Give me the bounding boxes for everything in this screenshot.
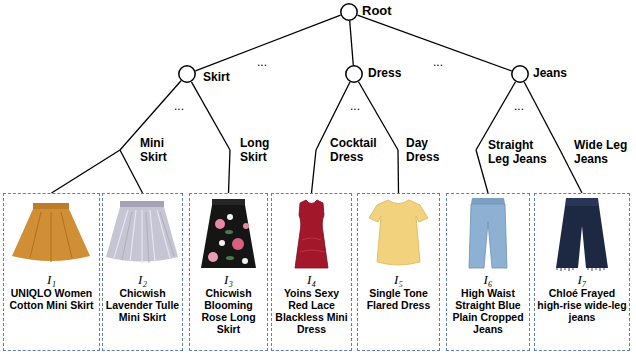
skirt-waistband (212, 199, 245, 205)
branch-point: Cocktail Dress (315, 149, 317, 151)
item-id: I₆ (484, 272, 493, 287)
category-node: Dress (345, 65, 363, 83)
rose-print (232, 238, 244, 250)
item-name: UNIQLO Women Cotton Mini Skirt (5, 287, 98, 311)
ellipsis-label: ... (174, 100, 184, 112)
subcategory-label: Long Skirt (240, 136, 276, 164)
branch-point: Day Dress (397, 149, 399, 151)
dress-body (369, 200, 428, 265)
ellipsis-label: ... (350, 100, 360, 112)
item-box: I₁UNIQLO Women Cotton Mini Skirt (3, 193, 100, 351)
rose-print (243, 223, 249, 229)
leaf-print (226, 256, 234, 260)
item-box: I₆High Waist Straight Blue Plain Cropped… (446, 193, 530, 351)
lace-detail (300, 238, 324, 252)
subcategory-label: Mini Skirt (140, 136, 176, 164)
category-label: Dress (368, 66, 401, 80)
node-circle-outline (178, 65, 196, 83)
skirt-fold (30, 212, 72, 262)
skirt-body (201, 205, 256, 268)
red-lace-dress (295, 200, 328, 268)
tree-edge (191, 82, 230, 150)
rose-print (227, 214, 233, 220)
tree-edge (397, 150, 399, 193)
item-id: I₁ (47, 272, 56, 287)
ellipsis-label: ... (433, 56, 443, 68)
branch-point: Straight Leg Jeans (475, 149, 477, 151)
item-id: I₅ (394, 272, 403, 287)
branch-point: Long Skirt (229, 149, 231, 151)
item-name: Chicwish Blooming Rose Long Skirt (191, 287, 266, 335)
item-id: I₂ (138, 272, 147, 287)
item-id: I₄ (307, 272, 316, 287)
subcategory-label: Wide Leg Jeans (574, 138, 632, 166)
jeans-legs (469, 204, 507, 268)
category-node: Jeans (511, 65, 529, 83)
tree-edge (357, 15, 511, 71)
node-circle-outline (511, 65, 529, 83)
tree-edge (195, 15, 340, 71)
tree-edge (120, 150, 143, 193)
jeans-waistband (565, 198, 599, 206)
wide-leg-jeans (556, 198, 608, 271)
skirt-waistband (120, 201, 164, 207)
item-name: Chicwish Lavender Tulle Mini Skirt (104, 287, 181, 323)
subcategory-label: Day Dress (406, 136, 446, 164)
tree-edge (476, 150, 488, 193)
branch-point: Mini Skirt (119, 149, 121, 151)
tulle-shadow (122, 212, 174, 263)
skirt-body (12, 209, 90, 261)
floral-long-skirt (201, 199, 256, 268)
tree-edge (312, 150, 317, 193)
rose-print (242, 258, 248, 264)
yellow-day-dress (369, 200, 428, 265)
item-box: I₃Chicwish Blooming Rose Long Skirt (189, 193, 268, 351)
item-name: Single Tone Flared Dress (359, 287, 438, 311)
category-node: Skirt (178, 65, 196, 83)
jeans-waistband (471, 198, 505, 204)
tree-edge (52, 150, 121, 193)
jeans-legs (556, 206, 608, 268)
node-circle-outline (345, 65, 363, 83)
item-box: I₇Chloé Frayed high-rise wide-leg jeans (534, 193, 630, 351)
ellipsis-label: ... (514, 100, 524, 112)
item-box: I₅Single Tone Flared Dress (357, 193, 440, 351)
tulle-mini-skirt (106, 201, 178, 263)
item-box: I₂Chicwish Lavender Tulle Mini Skirt (102, 193, 183, 351)
root-label: Root (362, 4, 392, 18)
item-id: I₃ (224, 272, 233, 287)
straight-jeans (469, 198, 507, 268)
tree-edge (350, 21, 354, 65)
item-box: I₄Yoins Sexy Red Lace Blackless Mini Dre… (271, 193, 352, 351)
root-node: Root (340, 3, 358, 21)
item-id: I₇ (578, 272, 587, 287)
subcategory-label: Straight Leg Jeans (488, 138, 550, 166)
subcategory-label: Cocktail Dress (330, 136, 384, 164)
category-label: Jeans (533, 66, 567, 80)
dress-body (295, 200, 328, 268)
node-circle-outline (340, 3, 358, 21)
node-circle (346, 66, 362, 82)
rose-print (208, 252, 218, 262)
orange-mini-skirt (12, 203, 90, 262)
leaf-print (225, 230, 233, 234)
frayed-hem (557, 268, 604, 271)
skirt-waistband (33, 203, 69, 209)
node-circle (179, 66, 195, 82)
node-circle (512, 66, 528, 82)
tree-edge (229, 150, 231, 193)
ellipsis-label: ... (257, 56, 267, 68)
category-label: Skirt (203, 70, 230, 84)
node-circle (341, 4, 357, 20)
branch-point: Wide Leg Jeans (559, 149, 561, 151)
item-name: High Waist Straight Blue Plain Cropped J… (448, 287, 528, 335)
item-name: Yoins Sexy Red Lace Blackless Mini Dress (273, 287, 350, 335)
rose-print (215, 219, 225, 229)
rose-print (219, 240, 225, 246)
item-name: Chloé Frayed high-rise wide-leg jeans (536, 287, 628, 323)
